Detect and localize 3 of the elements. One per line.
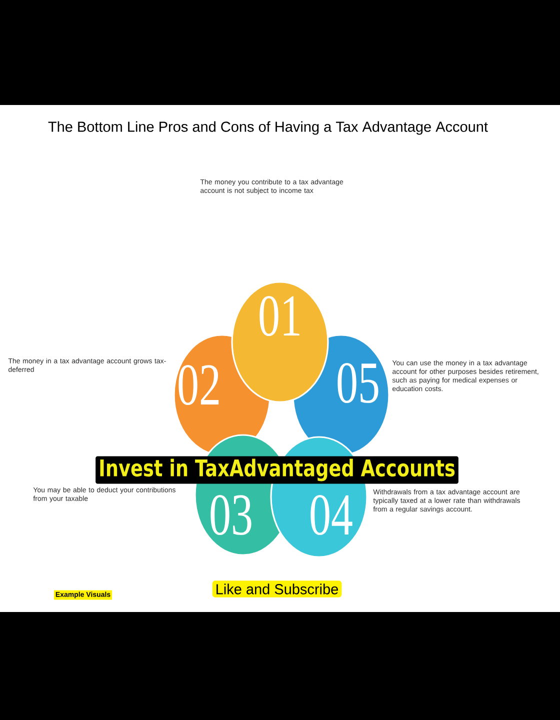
title: The Bottom Line Pros and Cons of Having a Tax Advantage Account	[48, 121, 488, 135]
caption-text: Invest in TaxAdvantaged Accounts	[96, 456, 458, 484]
subscribe-banner: Like and Subscribe	[212, 580, 342, 598]
